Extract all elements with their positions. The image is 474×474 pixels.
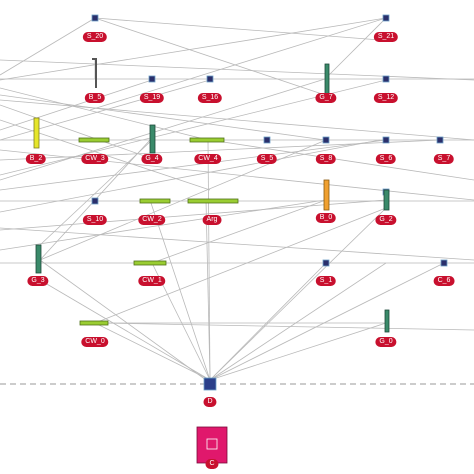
port-c6 — [440, 259, 448, 267]
node-label-s-12[interactable]: S_12 — [373, 93, 399, 103]
edge-41 — [0, 79, 153, 131]
node-label-g-7[interactable]: G_7 — [315, 93, 337, 103]
port-d — [203, 377, 217, 391]
node-label-cw-3[interactable]: CW_3 — [81, 154, 109, 164]
edge-4 — [89, 17, 387, 111]
edge-37 — [151, 199, 327, 264]
edge-12 — [0, 78, 326, 181]
edge-0 — [0, 17, 96, 76]
edge-1 — [94, 17, 381, 41]
edge-14 — [0, 139, 381, 213]
bar-g7 — [324, 63, 330, 95]
bar-g4 — [149, 124, 156, 154]
port-s19 — [148, 75, 156, 83]
node-label-b-5[interactable]: B_5 — [84, 93, 106, 103]
box-c-inner — [206, 438, 218, 450]
edge-9 — [0, 104, 151, 159]
bar-arg — [187, 198, 239, 204]
node-label-g-3[interactable]: G_3 — [27, 276, 49, 286]
box-c — [196, 426, 228, 464]
bar-b5-cap — [92, 58, 97, 60]
edge-26 — [209, 262, 445, 381]
bar-b0 — [323, 179, 330, 211]
port-s20 — [91, 14, 99, 22]
edge-36 — [0, 149, 474, 201]
bar-g3 — [35, 244, 42, 274]
edge-5 — [324, 17, 387, 80]
bar-g0 — [384, 309, 390, 333]
port-s10 — [91, 197, 99, 205]
bar-cw4 — [189, 137, 225, 143]
node-label-c[interactable]: C — [205, 459, 219, 469]
node-label-s-7[interactable]: S_7 — [433, 154, 455, 164]
bar-cw3 — [78, 137, 110, 143]
port-s6 — [382, 136, 390, 144]
node-label-s-19[interactable]: S_19 — [139, 93, 165, 103]
port-s12 — [382, 75, 390, 83]
bar-cw2 — [139, 198, 171, 204]
node-label-g-0[interactable]: G_0 — [375, 337, 397, 347]
port-s5 — [263, 136, 271, 144]
edge-15 — [0, 199, 326, 251]
edge-7 — [0, 94, 326, 141]
edge-39 — [39, 139, 153, 246]
port-s7 — [436, 136, 444, 144]
port-s1 — [322, 259, 330, 267]
edge-21 — [205, 199, 211, 379]
bar-g2b — [383, 189, 390, 211]
node-label-s-21[interactable]: S_21 — [373, 32, 399, 42]
edge-19 — [39, 279, 211, 381]
edge-22 — [207, 139, 211, 381]
node-label-s-10[interactable]: S_10 — [82, 215, 108, 225]
bar-b5 — [95, 58, 97, 88]
edge-13 — [0, 139, 387, 191]
edge-25 — [209, 262, 387, 381]
node-label-d[interactable]: D — [203, 397, 217, 407]
port-s16 — [206, 75, 214, 83]
node-label-b-0[interactable]: B_0 — [315, 213, 337, 223]
node-label-c-6[interactable]: C_6 — [433, 276, 455, 286]
bar-cw0 — [79, 320, 109, 326]
edge-31 — [209, 322, 387, 381]
edge-32 — [0, 99, 474, 141]
edge-2 — [94, 17, 326, 96]
node-label-s-1[interactable]: S_1 — [315, 276, 337, 286]
node-label-cw-4[interactable]: CW_4 — [194, 154, 222, 164]
node-label-cw-1[interactable]: CW_1 — [138, 276, 166, 286]
edge-20 — [149, 199, 211, 381]
node-label-g-2[interactable]: G_2 — [375, 215, 397, 225]
edge-24 — [209, 262, 327, 381]
node-label-cw-0[interactable]: CW_0 — [81, 337, 109, 347]
edge-18 — [39, 139, 327, 261]
bar-cw1 — [133, 260, 167, 266]
node-label-arg[interactable]: Arg — [202, 215, 222, 225]
node-label-b-2[interactable]: B_2 — [25, 154, 47, 164]
edge-33 — [0, 59, 474, 81]
edge-38 — [0, 199, 387, 231]
edge-28 — [209, 207, 387, 381]
edge-30 — [94, 322, 211, 381]
node-label-s-6[interactable]: S_6 — [375, 154, 397, 164]
node-label-cw-2[interactable]: CW_2 — [138, 215, 166, 225]
edge-8 — [0, 87, 209, 141]
edge-27 — [94, 207, 387, 324]
node-label-s-5[interactable]: S_5 — [256, 154, 278, 164]
node-label-s-16[interactable]: S_16 — [197, 93, 223, 103]
node-label-s-20[interactable]: S_20 — [82, 32, 108, 42]
edge-35 — [99, 322, 474, 331]
edge-16 — [39, 259, 207, 381]
port-s21 — [382, 14, 390, 22]
port-s8 — [322, 136, 330, 144]
edge-34 — [0, 227, 474, 261]
bar-b2 — [33, 117, 40, 149]
node-label-s-8[interactable]: S_8 — [315, 154, 337, 164]
node-label-g-4[interactable]: G_4 — [141, 154, 163, 164]
edge-3 — [0, 17, 387, 81]
edge-40 — [209, 139, 474, 181]
